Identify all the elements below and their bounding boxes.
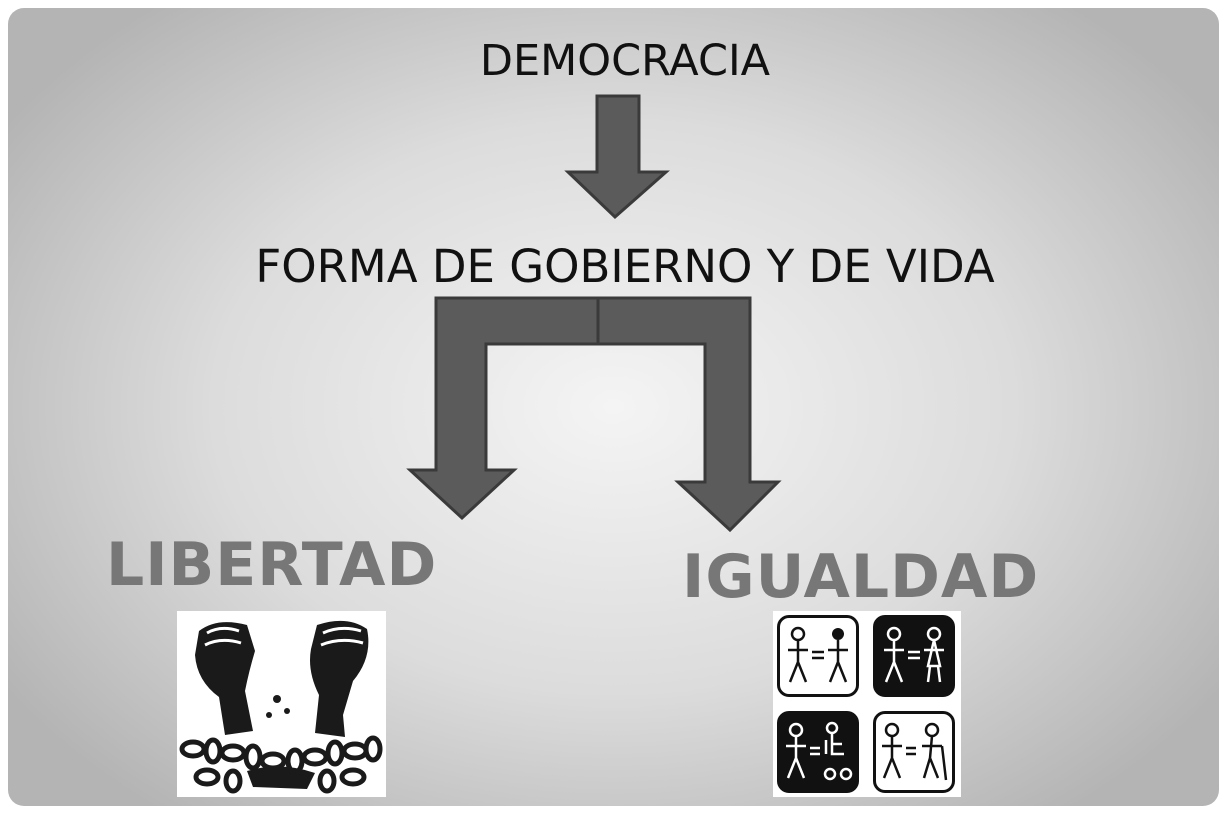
arrow-down-top	[564, 94, 670, 220]
arrow-branch-left	[406, 296, 600, 521]
equality-tile-4	[873, 711, 955, 793]
equality-tile-1	[777, 615, 859, 697]
arrow-branch-right	[596, 296, 782, 533]
title-democracia: DEMOCRACIA	[479, 36, 771, 86]
label-igualdad: IGUALDAD	[682, 542, 1040, 612]
broken-chains-fists-icon	[177, 611, 386, 797]
equality-pictograms-icon	[773, 611, 961, 797]
equality-tile-3	[777, 711, 859, 793]
subtitle-forma-de-gobierno: FORMA DE GOBIERNO Y DE VIDA	[255, 240, 995, 293]
equality-tile-2	[873, 615, 955, 697]
label-libertad: LIBERTAD	[106, 530, 438, 600]
